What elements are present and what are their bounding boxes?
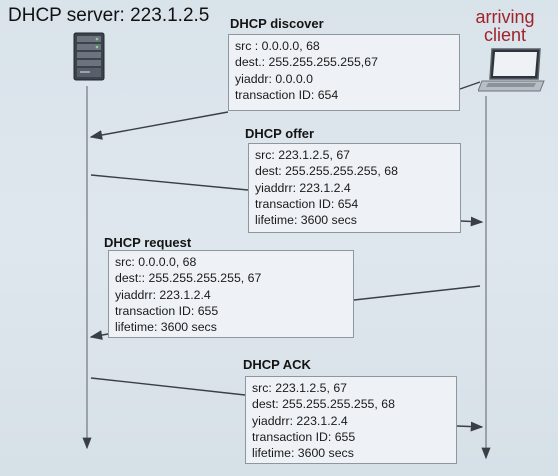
- discover-field: yiaddr: 0.0.0.0: [235, 71, 313, 86]
- offer-arrow: [460, 216, 484, 227]
- ack-field: yiaddrr: 223.1.2.4: [252, 413, 348, 428]
- request-field: dest:: 255.255.255.255, 67: [115, 271, 262, 286]
- ack-arrow-tail: [90, 377, 246, 396]
- discover-arrow-tail: [459, 81, 481, 90]
- client-label: arriving client: [460, 8, 550, 44]
- client-label-line: client: [483, 25, 527, 45]
- request-field: lifetime: 3600 secs: [115, 320, 217, 335]
- request-arrow: [89, 330, 109, 340]
- discover-label: DHCP discover: [230, 16, 324, 31]
- request-arrow-tail: [353, 285, 481, 301]
- request-box: src: 0.0.0.0, 68 dest:: 255.255.255.255,…: [108, 250, 354, 338]
- ack-box: src: 223.1.2.5, 67 dest: 255.255.255.255…: [245, 376, 457, 464]
- ack-field: transaction ID: 655: [252, 429, 356, 444]
- discover-field: dest.: 255.255.255.255,67: [235, 55, 378, 70]
- offer-box: src: 223.1.2.5, 67 dest: 255.255.255.255…: [248, 143, 461, 233]
- discover-arrow: [89, 111, 229, 140]
- discover-field: transaction ID: 654: [235, 87, 339, 102]
- ack-arrow: [456, 421, 484, 432]
- laptop-icon: [478, 48, 545, 92]
- client-label-line: arriving: [475, 7, 535, 27]
- server-tower-icon: [73, 32, 105, 81]
- ack-field: lifetime: 3600 secs: [252, 446, 354, 461]
- discover-box: src : 0.0.0.0, 68 dest.: 255.255.255.255…: [228, 34, 460, 111]
- offer-label: DHCP offer: [245, 126, 315, 141]
- ack-field: dest: 255.255.255.255, 68: [252, 397, 395, 412]
- offer-field: dest: 255.255.255.255, 68: [255, 164, 398, 179]
- ack-label: DHCP ACK: [243, 357, 311, 372]
- request-label: DHCP request: [104, 235, 192, 250]
- offer-field: lifetime: 3600 secs: [255, 213, 357, 228]
- ack-field: src: 223.1.2.5, 67: [252, 381, 348, 395]
- request-field: transaction ID: 655: [115, 303, 219, 318]
- discover-field: src : 0.0.0.0, 68: [235, 39, 320, 53]
- server-label: DHCP server: 223.1.2.5: [8, 5, 210, 26]
- request-field: src: 0.0.0.0, 68: [115, 255, 197, 269]
- offer-field: yiaddrr: 223.1.2.4: [255, 180, 351, 195]
- offer-arrow-tail: [90, 174, 249, 191]
- offer-field: src: 223.1.2.5, 67: [255, 148, 351, 162]
- offer-field: transaction ID: 654: [255, 196, 359, 211]
- request-field: yiaddrr: 223.1.2.4: [115, 287, 211, 302]
